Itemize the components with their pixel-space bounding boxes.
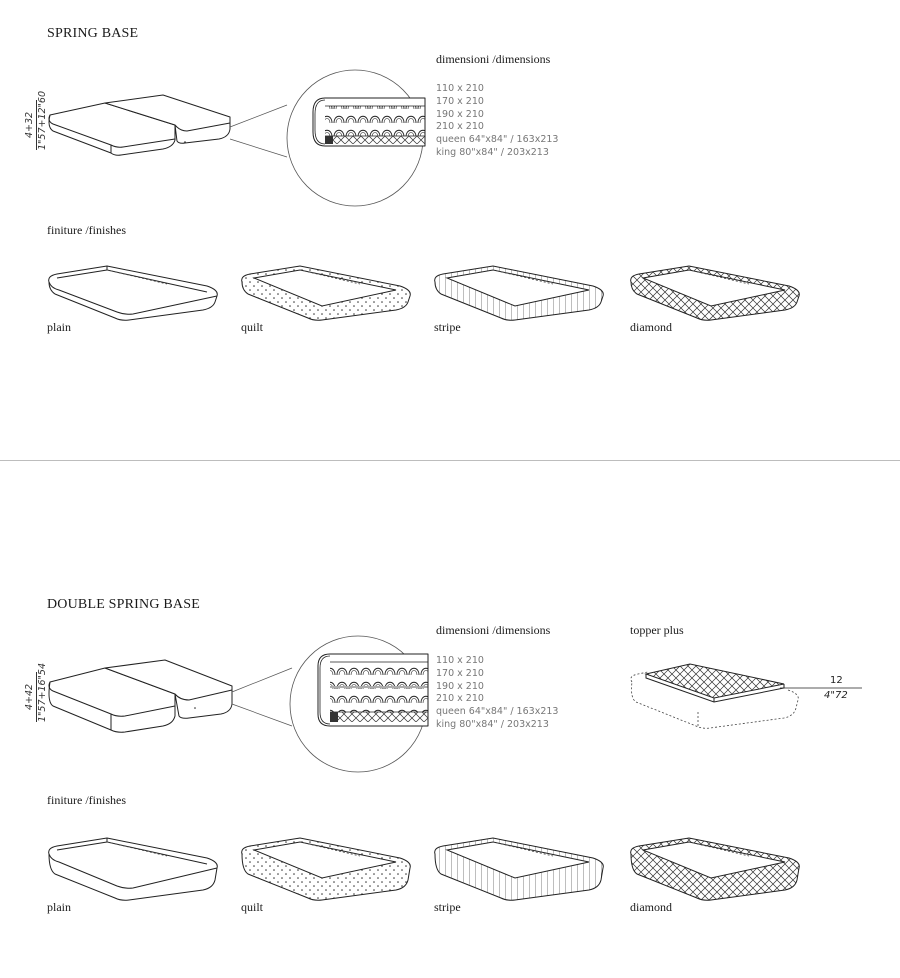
dimension-item: king 80"x84" / 203x213 <box>436 718 549 730</box>
dimension-item: queen 64"x84" / 163x213 <box>436 134 559 146</box>
dimensions-heading: dimensioni /dimensions <box>436 52 551 66</box>
spring-detail-circle <box>286 69 426 207</box>
dimension-item: 170 x 210 <box>436 95 484 107</box>
dimension-item: 170 x 210 <box>436 667 484 679</box>
finish-plain-illustration <box>48 837 218 901</box>
section-divider <box>0 460 900 461</box>
dimension-item: 190 x 210 <box>436 680 484 692</box>
dimension-item: 210 x 210 <box>436 693 484 705</box>
finish-label-diamond: diamond <box>630 320 672 334</box>
finish-quilt-illustration <box>241 837 411 901</box>
finish-label-diamond: diamond <box>630 900 672 914</box>
dimensions-heading: dimensioni /dimensions <box>436 623 551 637</box>
finish-stripe-illustration <box>434 265 604 321</box>
finish-label-quilt: quilt <box>241 320 264 334</box>
dimension-item: king 80"x84" / 203x213 <box>436 146 549 158</box>
dimension-item: queen 64"x84" / 163x213 <box>436 706 559 718</box>
height-label-metric: 4+32 <box>24 100 37 150</box>
topper-dimension-line <box>780 687 862 689</box>
topper-heading: topper plus <box>630 623 684 637</box>
finishes-heading: finiture /finishes <box>47 223 126 237</box>
double-spring-base-illustration <box>48 659 233 733</box>
dimension-item: 210 x 210 <box>436 121 484 133</box>
zoom-guide-lines <box>231 667 293 727</box>
finish-label-stripe: stripe <box>434 900 461 914</box>
topper-value-metric: 12 <box>830 675 843 686</box>
finishes-heading: finiture /finishes <box>47 793 126 807</box>
section-title-spring-base: SPRING BASE <box>47 26 139 41</box>
spring-base-illustration <box>48 94 231 156</box>
dimension-item: 110 x 210 <box>436 655 484 666</box>
finish-quilt-illustration <box>241 265 411 321</box>
dimension-item: 190 x 210 <box>436 108 484 120</box>
finish-stripe-illustration <box>434 837 604 901</box>
finish-label-plain: plain <box>47 320 71 334</box>
double-spring-detail-circle <box>289 635 429 773</box>
dimensions-list: 110 x 210 170 x 210 190 x 210 210 x 210 … <box>436 83 558 160</box>
dimension-item: 110 x 210 <box>436 83 484 94</box>
finish-label-stripe: stripe <box>434 320 461 334</box>
finish-diamond-illustration <box>630 265 800 321</box>
finish-diamond-illustration <box>630 837 800 901</box>
topper-value-imperial: 4"72 <box>824 690 848 701</box>
finish-plain-illustration <box>48 265 218 321</box>
finish-label-quilt: quilt <box>241 900 264 914</box>
finish-label-plain: plain <box>47 900 71 914</box>
topper-plus-illustration <box>630 663 799 729</box>
zoom-guide-lines <box>229 104 288 158</box>
dimensions-list: 110 x 210 170 x 210 190 x 210 210 x 210 … <box>436 655 558 732</box>
section-title-double-spring-base: DOUBLE SPRING BASE <box>47 597 200 612</box>
height-label-metric: 4+42 <box>24 672 37 722</box>
